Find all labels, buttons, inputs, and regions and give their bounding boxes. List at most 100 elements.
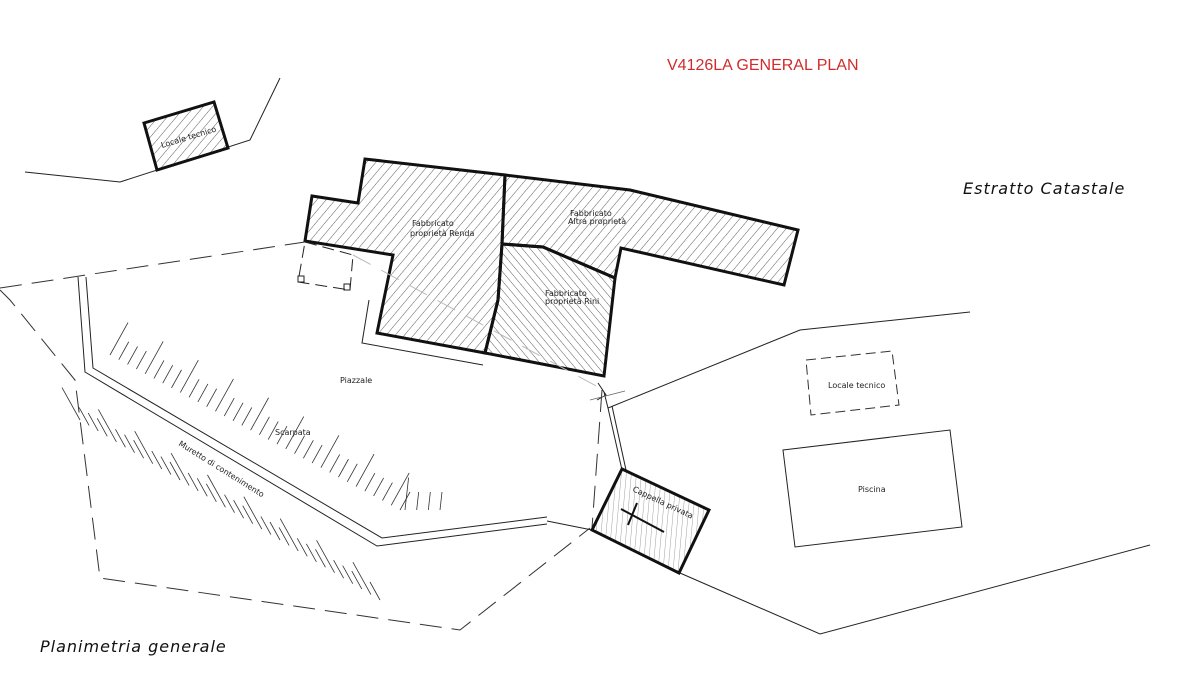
slope-tick xyxy=(232,402,244,421)
slope-tick xyxy=(171,369,182,389)
svg-text:Fabbricato: Fabbricato xyxy=(412,219,454,228)
slope-tick xyxy=(160,456,172,475)
boundary-line-right xyxy=(607,311,971,409)
dashed-boundary xyxy=(0,241,306,289)
building-rini: Fabbricato proprietà Rini xyxy=(483,242,617,378)
slope-tick xyxy=(109,322,129,356)
piazzale-label: Piazzale xyxy=(340,376,372,385)
slope-tick xyxy=(364,473,376,492)
cappella-privata: Cappella privata xyxy=(589,467,712,576)
slope-tick xyxy=(169,461,181,481)
slope-tick xyxy=(179,359,199,393)
slope-tick xyxy=(276,426,288,445)
svg-text:Fabbricato: Fabbricato xyxy=(545,289,587,298)
boundary-line-bottom-right xyxy=(679,544,1151,635)
slope-tick xyxy=(118,341,130,360)
slope-tick xyxy=(197,383,209,403)
slope-tick xyxy=(269,521,281,541)
slope-tick xyxy=(279,518,299,552)
slope-tick xyxy=(342,565,354,584)
terrace-outline xyxy=(361,299,484,366)
slope-tick xyxy=(206,388,218,407)
slope-tick xyxy=(352,561,372,595)
slope-tick xyxy=(278,527,290,546)
porch-outline xyxy=(297,241,354,291)
slope-tick xyxy=(96,418,108,437)
svg-text:proprietà Rini: proprietà Rini xyxy=(545,297,599,306)
slope-tick xyxy=(302,440,314,459)
slope-tick xyxy=(285,416,305,450)
slope-tick xyxy=(124,434,135,453)
slope-tick xyxy=(136,350,147,370)
arrow-mark xyxy=(596,382,607,401)
slope-tick xyxy=(242,505,254,524)
slope-tick xyxy=(382,482,393,501)
slope-tick xyxy=(373,477,384,497)
slope-tick xyxy=(296,538,308,557)
slope-tick xyxy=(61,387,81,421)
slope-tick xyxy=(233,499,244,519)
slope-tick xyxy=(243,496,263,530)
tick-mark xyxy=(589,390,626,401)
slope-tick xyxy=(439,491,443,511)
slope-tick xyxy=(311,444,323,464)
svg-text:Altra proprietà: Altra proprietà xyxy=(568,217,626,226)
slope-tick xyxy=(196,478,208,497)
slope-tick xyxy=(267,421,279,440)
slope-tick xyxy=(390,472,410,506)
slope-tick xyxy=(250,397,269,431)
slope-tick xyxy=(338,458,349,478)
locale-tecnico-right: Locale tecnico xyxy=(805,350,900,416)
slope-tick xyxy=(224,494,235,513)
faint-dashed-line xyxy=(352,254,601,389)
building-renda: Fabbricato proprietà Renda xyxy=(303,157,507,355)
slope-tick xyxy=(78,407,90,426)
slope-tick xyxy=(259,416,270,436)
slope-tick xyxy=(87,412,99,432)
estratto-catastale-heading: Estratto Catastale xyxy=(963,179,1125,198)
plan-title: V4126LA GENERAL PLAN xyxy=(667,57,859,74)
scarpata-hatch xyxy=(61,322,443,601)
slope-tick xyxy=(316,540,335,573)
path-line xyxy=(546,520,593,531)
slope-tick xyxy=(427,491,431,511)
slope-tick xyxy=(144,341,164,374)
planimetria-generale-heading: Planimetria generale xyxy=(40,637,227,656)
slope-tick xyxy=(207,474,226,508)
slope-tick xyxy=(170,452,190,486)
slope-tick xyxy=(416,491,420,511)
slope-tick xyxy=(404,477,409,511)
slope-tick xyxy=(355,453,375,487)
dashed-path xyxy=(591,389,603,529)
slope-tick xyxy=(162,364,174,384)
slope-tick xyxy=(98,409,117,443)
pillar-marker xyxy=(297,275,305,283)
slope-tick xyxy=(133,439,144,459)
path-edge xyxy=(611,405,627,471)
slope-tick xyxy=(306,543,317,563)
slope-tick xyxy=(294,435,305,454)
slope-tick xyxy=(188,379,200,398)
slope-tick xyxy=(206,483,217,503)
slope-tick xyxy=(399,491,411,511)
slope-tick xyxy=(351,570,363,590)
dashed-boundary-left xyxy=(0,289,591,631)
slope-tick xyxy=(260,516,272,535)
slope-tick xyxy=(369,581,381,601)
slope-tick xyxy=(127,346,138,365)
slope-tick xyxy=(151,450,163,470)
cross-icon xyxy=(620,508,665,533)
scarpata-label: Scarpata xyxy=(275,428,311,437)
slope-tick xyxy=(329,454,341,473)
svg-text:Fabbricato: Fabbricato xyxy=(570,209,612,218)
slope-tick xyxy=(346,463,358,483)
slope-tick xyxy=(333,559,344,579)
piscina: Piscina xyxy=(782,429,963,548)
locale-tecnico-top: Locale tecnico xyxy=(142,100,230,172)
svg-text:proprietà Renda: proprietà Renda xyxy=(410,229,474,238)
pillar-marker xyxy=(343,283,351,291)
slope-tick xyxy=(320,435,340,468)
slope-tick xyxy=(187,472,199,492)
slope-tick xyxy=(215,378,234,412)
